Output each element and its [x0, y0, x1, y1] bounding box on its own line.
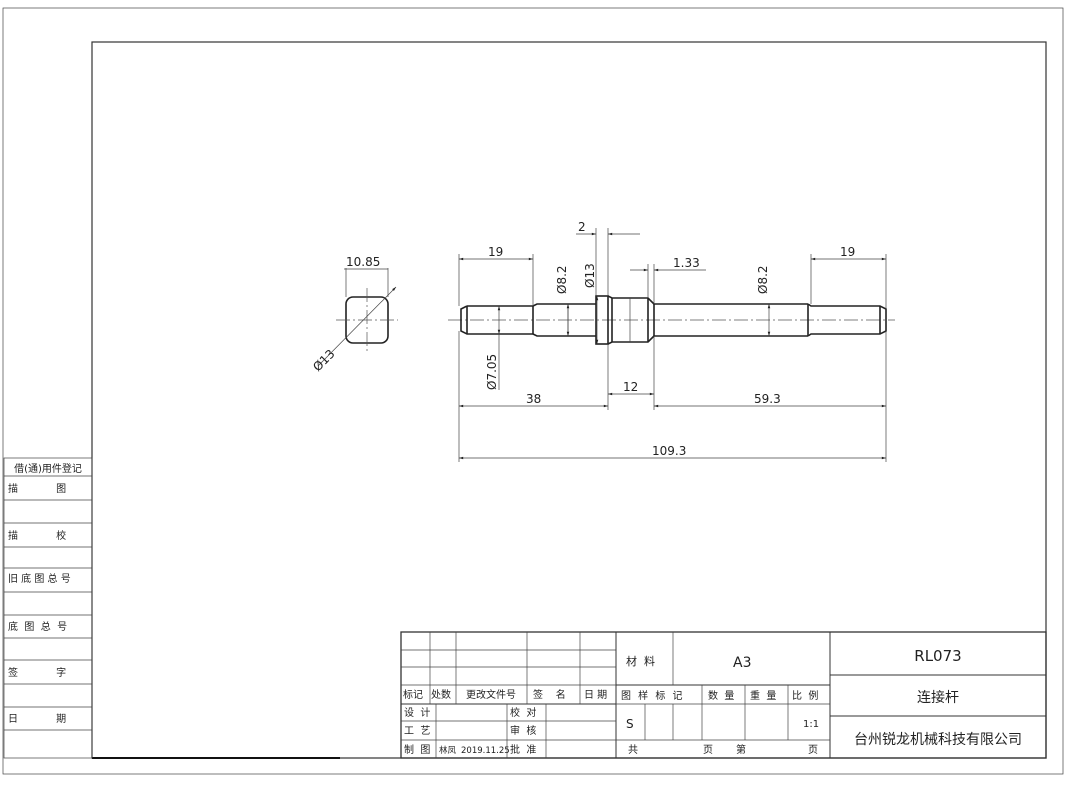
shaft-dimensions: 19 Ø8.2 Ø13 2 1.33 Ø8.2 19 Ø7.05: [458, 220, 887, 462]
tb-drafter: 林凤: [439, 745, 457, 756]
dim-dia-82-left: Ø8.2: [555, 265, 569, 294]
side-view: 10.85 Ø13: [310, 255, 398, 374]
tb-h-mark2: 图 样 标 记: [621, 689, 683, 702]
dim-38: 38: [526, 392, 541, 406]
tb-approve: 批 准: [510, 743, 536, 756]
tb-page-label2: 页: [808, 744, 818, 756]
tb-draft-date: 2019.11.25: [461, 746, 510, 756]
tb-sheet-label: 第: [736, 743, 746, 756]
tb-h-mark: 标记: [403, 689, 423, 701]
tb-material: A3: [733, 655, 751, 671]
dim-left-length: 19: [488, 245, 503, 259]
tb-total-label: 共: [628, 744, 638, 756]
dim-dia-82-right: Ø8.2: [756, 265, 770, 294]
dim-side-width: 10.85: [346, 255, 380, 269]
tb-process: 工 艺: [404, 725, 430, 737]
tb-h-qty: 数 量: [708, 689, 734, 702]
dim-collar: 2: [578, 220, 586, 234]
dim-dia-705: Ø7.05: [485, 354, 499, 390]
title-block: 标记 处数 更改文件号 签 名 日 期 设 计 工 艺 制 图 林凤 2019.…: [400, 631, 1047, 759]
tb-company: 台州锐龙机械科技有限公司: [854, 732, 1022, 748]
outer-border: [2, 7, 1064, 775]
tb-h-doc: 更改文件号: [466, 688, 516, 701]
dim-side-dia: Ø13: [310, 347, 337, 374]
tb-h-weight: 重 量: [750, 689, 776, 702]
panel-title: 借(通)用件登记: [14, 462, 82, 475]
tb-page-label: 页: [703, 744, 713, 756]
tb-h-count: 处数: [431, 688, 451, 701]
tb-proofread: 校 对: [510, 706, 536, 719]
drawing-frame: [91, 41, 1047, 759]
shaft-main-view: [448, 295, 895, 345]
dim-total: 109.3: [652, 444, 686, 458]
tb-h-date: 日 期: [584, 689, 607, 701]
tb-design: 设 计: [404, 706, 430, 719]
panel-row-old-no: 旧 底 图 总 号: [8, 572, 71, 585]
tb-drafting: 制 图: [404, 743, 430, 756]
panel-row-base-no: 底 图 总 号: [8, 620, 67, 633]
panel-row-sign: 签 字: [8, 666, 66, 679]
tb-mark-value: S: [626, 717, 634, 731]
panel-row-trace: 描 校: [8, 529, 66, 542]
tb-material-label: 材 料: [626, 654, 655, 668]
tb-h-scale: 比 例: [792, 689, 818, 702]
tb-scale: 1:1: [803, 719, 819, 730]
tb-drawing-no: RL073: [914, 647, 961, 665]
tb-h-sign: 签 名: [533, 688, 566, 701]
tb-review: 审 核: [510, 724, 536, 737]
tb-part-name: 连接杆: [917, 689, 959, 706]
dim-small-step: 1.33: [673, 256, 700, 270]
dim-12: 12: [623, 380, 638, 394]
panel-row-date: 日 期: [8, 713, 66, 725]
dim-right-length: 19: [840, 245, 855, 259]
dim-dia-13: Ø13: [583, 263, 597, 288]
dim-593: 59.3: [754, 392, 781, 406]
panel-row-draw: 描 图: [8, 482, 66, 495]
left-registration-panel: 借(通)用件登记 描 图 描 校 旧 底 图 总 号 底 图 总 号 签 字 日…: [3, 457, 93, 759]
